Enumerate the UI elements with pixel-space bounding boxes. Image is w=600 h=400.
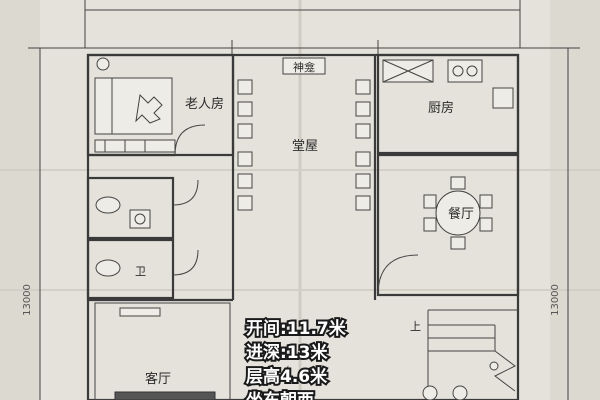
counter-cross-2 [382,59,434,83]
hall-chairs-right [355,79,371,211]
porch-chair-2 [452,385,468,400]
dining-chair-1 [450,176,466,190]
living-room-area [94,302,231,400]
shrine-box [282,57,326,75]
kitchen-walls [376,53,520,155]
headboard [94,77,113,135]
tv-cabinet [119,307,161,317]
hall-chair-left-3 [237,123,253,139]
stove [492,87,514,109]
blanket-pattern [135,93,163,124]
dining-chair-6 [479,217,493,232]
spec-orientation: 坐东朝西 [246,390,314,400]
hall-chair-left-2 [237,101,253,117]
hall-label: 堂屋 [292,139,318,154]
hall-chair-left-6 [237,195,253,211]
left-dimension-label: 13000 [22,284,33,316]
stair-break-line [494,350,516,392]
porch-chair-1 [422,385,438,400]
spec-height: 层高4.6米 [246,366,328,387]
dining-label: 餐厅 [448,206,474,222]
elder-bedroom-label: 老人房 [185,96,224,112]
hall-chair-left-1 [237,79,253,95]
bathroom-lower-walls [86,238,175,300]
staircase [427,309,518,400]
spec-width: 开间:11.7米 [246,318,347,339]
sink-basin-left [452,65,464,77]
living-label: 客厅 [145,371,171,387]
sofa [114,391,216,400]
hall-chair-left-4 [237,151,253,167]
kitchen-sink [447,59,483,83]
dining-chair-5 [479,194,493,209]
bathroom-upper-door-swing [172,179,199,206]
sink-basin-upper [134,213,146,225]
sink-basin-right [466,65,478,77]
hall-chair-right-6 [355,195,371,211]
dining-table [435,190,481,236]
bathroom-upper-walls [86,176,175,240]
hall-chair-right-4 [355,151,371,167]
spec-depth: 进深:13米 [246,342,328,363]
toilet-label: 卫 [135,265,146,278]
hall-chair-right-5 [355,173,371,189]
dining-chair-3 [423,194,437,209]
dining-chairs [423,176,493,250]
bedroom-door-swing [174,124,206,156]
toilet-lower [95,259,121,277]
right-dimension-label: 13000 [550,284,561,316]
stairs-up-label: 上 [410,320,421,333]
dining-chair-2 [450,236,466,250]
dining-door-swing [377,254,419,296]
hall-chairs-left [237,79,253,211]
dining-walls [376,153,520,297]
shrine-label: 神龛 [293,60,315,74]
toilet-upper [95,196,121,214]
stair-post [489,361,499,371]
hall-chair-left-5 [237,173,253,189]
dining-chair-4 [423,217,437,232]
hall-chair-right-2 [355,101,371,117]
kitchen-label: 厨房 [428,100,454,116]
hall-chair-right-3 [355,123,371,139]
wardrobe [94,139,176,153]
bedside-lamp [96,57,110,71]
bathroom-lower-door-swing [172,249,199,276]
hall-chair-right-1 [355,79,371,95]
